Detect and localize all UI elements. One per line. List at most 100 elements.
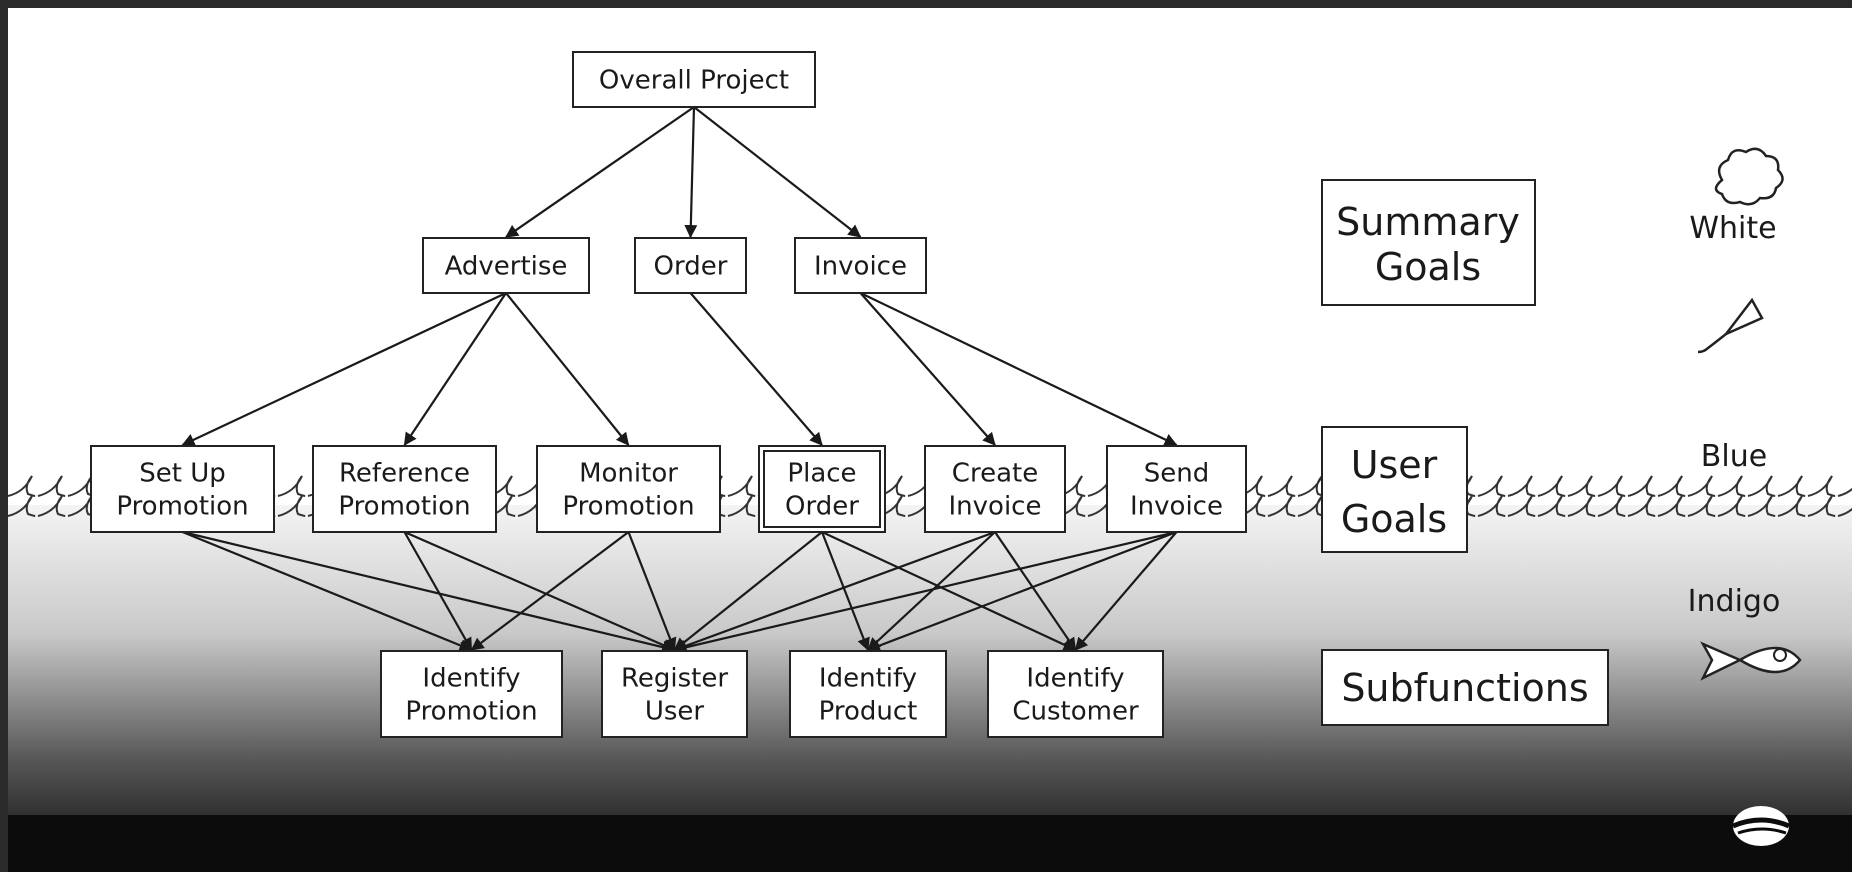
node-label-idproduct-2: Product	[819, 697, 918, 727]
level-subfunctions-label: Subfunctions	[1341, 666, 1588, 710]
node-label-idcustomer-2: Customer	[1012, 697, 1139, 727]
edge-place-to-idcustomer	[821, 531, 1077, 651]
node-box-overall	[572, 51, 816, 108]
node-label-place-2: Order	[785, 492, 859, 522]
edge-overall-to-order	[684, 106, 698, 239]
node-label-create-2: Invoice	[949, 492, 1042, 522]
node-inner-border-place	[763, 450, 881, 528]
level-box-subfunctions	[1321, 649, 1609, 726]
node-overall: Overall Project	[572, 51, 816, 108]
cloud-icon	[1714, 147, 1784, 206]
node-label-idpromo-1: Identify	[422, 664, 520, 694]
clam-icon	[1732, 806, 1790, 846]
edge-reference-to-idpromo	[403, 531, 473, 651]
node-box-monitor	[536, 445, 721, 533]
frame-top	[0, 0, 1852, 8]
node-label-idcustomer-1: Identify	[1026, 664, 1124, 694]
level-user-line2: Goals	[1341, 497, 1447, 541]
node-invoice: Invoice	[794, 237, 927, 294]
node-advertise: Advertise	[422, 237, 590, 294]
node-label-setup-2: Promotion	[116, 492, 248, 522]
edge-advertise-to-setup	[181, 292, 507, 446]
deep-sea-band	[8, 815, 1852, 872]
edge-advertise-to-monitor	[505, 292, 630, 446]
node-label-overall-1: Overall Project	[599, 66, 789, 96]
node-label-monitor-2: Promotion	[562, 492, 694, 522]
edge-send-to-register	[673, 530, 1177, 654]
node-label-order-1: Order	[654, 252, 728, 282]
node-box-send	[1106, 445, 1247, 533]
color-label-indigo: Indigo	[1688, 584, 1781, 619]
level-user-line1: User	[1351, 443, 1438, 487]
level-box-summary	[1321, 179, 1536, 306]
node-box-order	[634, 237, 747, 294]
level-summary-line1: Summary	[1336, 200, 1520, 244]
color-label-blue: Blue	[1701, 439, 1767, 474]
fish-icon	[1700, 641, 1802, 681]
node-label-monitor-1: Monitor	[579, 459, 678, 489]
kite-icon	[1697, 297, 1764, 354]
node-label-reference-2: Promotion	[338, 492, 470, 522]
level-box-user	[1321, 426, 1468, 553]
color-label-white: White	[1689, 211, 1776, 246]
node-label-create-1: Create	[952, 459, 1038, 489]
level-subfunctions: Subfunctions	[1321, 649, 1609, 726]
edge-reference-to-register	[404, 530, 676, 652]
node-label-register-1: Register	[621, 664, 728, 694]
node-label-invoice-1: Invoice	[814, 252, 907, 282]
edge-advertise-to-reference	[403, 292, 507, 446]
edge-send-to-idproduct	[866, 530, 1177, 652]
node-box-reference	[312, 445, 497, 533]
node-box-place	[758, 445, 886, 533]
edge-monitor-to-idpromo	[470, 531, 630, 651]
edge-invoice-to-send	[860, 292, 1178, 446]
node-label-reference-1: Reference	[339, 459, 470, 489]
node-label-send-2: Invoice	[1130, 492, 1223, 522]
edge-invoice-to-create	[859, 292, 996, 446]
node-box-setup	[90, 445, 275, 533]
edge-order-to-place	[689, 292, 823, 446]
edge-create-to-idcustomer	[994, 531, 1077, 651]
node-label-send-1: Send	[1144, 459, 1209, 489]
node-box-idcustomer	[987, 650, 1164, 738]
edge-monitor-to-register	[627, 531, 677, 652]
node-label-place-1: Place	[787, 459, 856, 489]
node-label-advertise-1: Advertise	[445, 252, 568, 282]
node-order: Order	[634, 237, 747, 294]
edge-setup-to-idpromo	[182, 530, 473, 652]
node-label-idproduct-1: Identify	[819, 664, 917, 694]
node-box-idproduct	[789, 650, 947, 738]
edge-create-to-idproduct	[867, 531, 996, 651]
node-label-idpromo-2: Promotion	[405, 697, 537, 727]
edge-place-to-register	[673, 531, 823, 651]
node-box-invoice	[794, 237, 927, 294]
edge-create-to-register	[673, 530, 996, 652]
edge-send-to-idcustomer	[1074, 531, 1178, 651]
level-summary-goals: Summary Goals	[1321, 179, 1536, 306]
edge-place-to-idproduct	[820, 531, 870, 652]
node-box-register	[601, 650, 748, 738]
edges-layer	[181, 106, 1178, 654]
node-label-register-2: User	[645, 697, 705, 727]
node-label-setup-1: Set Up	[139, 459, 226, 489]
node-box-create	[924, 445, 1066, 533]
node-box-idpromo	[380, 650, 563, 738]
node-box-advertise	[422, 237, 590, 294]
level-summary-line2: Goals	[1375, 245, 1481, 289]
frame-left	[0, 0, 8, 872]
edge-setup-to-register	[182, 530, 676, 654]
edge-overall-to-advertise	[505, 106, 695, 238]
